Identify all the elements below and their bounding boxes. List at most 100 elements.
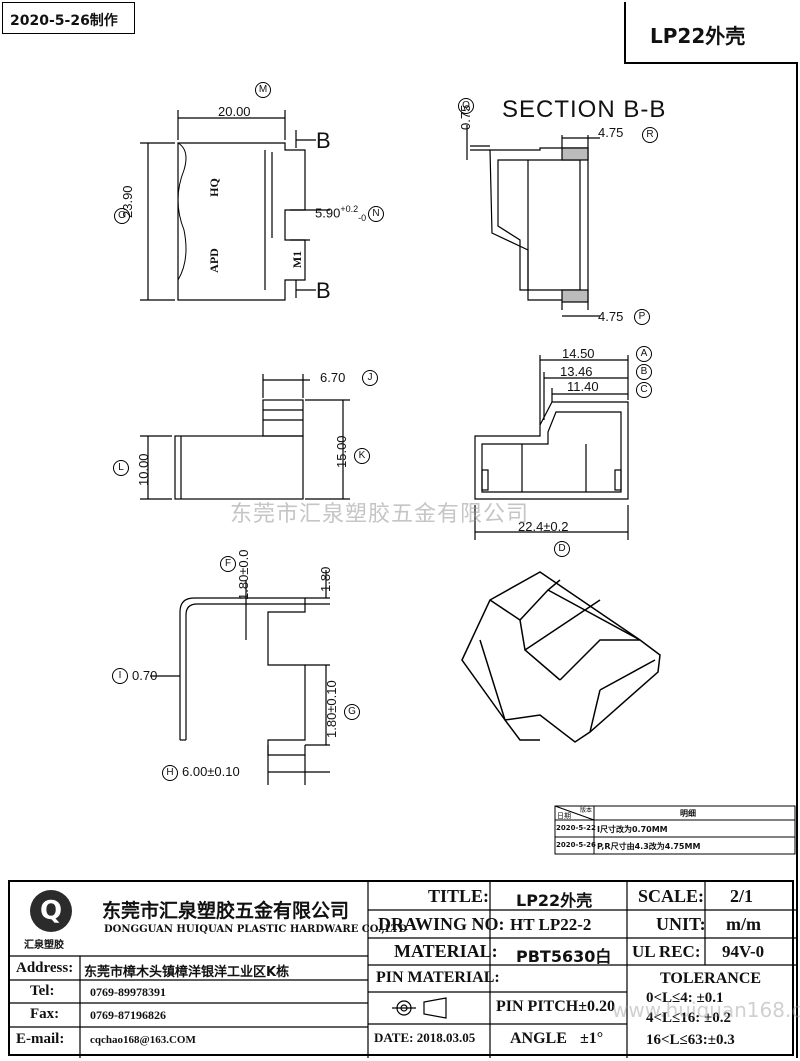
rev-row-1-note: I尺寸改为0.70MM (597, 825, 668, 834)
balloon-i: I (112, 668, 128, 684)
section-view (466, 125, 600, 317)
dim-d: 22.4±0.2 (518, 519, 569, 534)
tolerance-1: 0<L≤4: ±0.1 (646, 990, 724, 1006)
address-value: 东莞市樟木头镇樟洋银洋工业区K栋 (84, 965, 290, 980)
company-logo: Q (30, 890, 72, 932)
fax-value: 0769-87196826 (90, 1008, 166, 1022)
balloon-q: Q (458, 98, 474, 114)
tolerance-3: 16<L≤63:±0.3 (646, 1032, 735, 1048)
balloon-d: D (554, 541, 570, 557)
mark-m1: M1 (290, 250, 305, 269)
tolerance-label: TOLERANCE (660, 970, 762, 987)
tolerance-2: 4<L≤16: ±0.2 (646, 1010, 732, 1026)
dim-g: 1.80±0.10 (324, 680, 339, 738)
date-box (2, 2, 135, 34)
dim-b: 13.46 (560, 364, 593, 379)
balloon-o: O (114, 208, 130, 224)
material-value: PBT5630白 (516, 947, 612, 966)
pin-material-label: PIN MATERIAL: (376, 969, 500, 986)
section-b-bottom: B (316, 278, 331, 303)
rev-col-rev: 版本 (580, 807, 593, 814)
dim-n-value: 5.90 (315, 205, 341, 221)
tel-value: 0769-89978391 (90, 985, 166, 999)
logo-letter: Q (39, 896, 63, 926)
dim-i: 0.70 (132, 668, 158, 683)
rev-row-2-note: P,R尺寸由4.3改为4.75MM (597, 842, 701, 851)
dim-j: 6.70 (320, 370, 346, 385)
scale-value: 2/1 (730, 886, 754, 906)
isometric-view (461, 571, 661, 743)
rev-col-date: 日期 (557, 812, 571, 820)
balloon-j: J (362, 370, 378, 386)
balloon-c: C (636, 382, 652, 398)
balloon-k: K (354, 448, 370, 464)
bottom-view (150, 570, 330, 785)
balloon-a: A (636, 346, 652, 362)
balloon-m: M (255, 82, 271, 98)
balloon-r: R (642, 127, 658, 143)
balloon-p: P (634, 309, 650, 325)
drawing-canvas (140, 110, 796, 855)
ul-value: 94V-0 (722, 942, 765, 961)
part-title: LP22外壳 (650, 24, 746, 48)
unit-label: UNIT: (656, 914, 706, 934)
pin-pitch: PIN PITCH±0.20 (496, 998, 616, 1015)
watermark-url: www.huiquan168.com (612, 998, 800, 1022)
balloon-f: F (220, 556, 236, 572)
tel-label: Tel: (30, 983, 55, 999)
drawing-frame (2, 62, 798, 1058)
balloon-h: H (162, 765, 178, 781)
angle-label: ANGLE (510, 1030, 567, 1047)
drawing-label: DRAWING NO: (378, 914, 505, 934)
scale-label: SCALE: (638, 886, 705, 906)
drawing-value: HT LP22-2 (510, 915, 592, 934)
company-name-cn: 东莞市汇泉塑胶五金有限公司 (102, 900, 350, 922)
dim-f2: 1.80 (318, 566, 333, 592)
email-label: E-mail: (16, 1031, 65, 1047)
side-view (474, 355, 629, 540)
part-title-box (624, 2, 798, 64)
title-label: TITLE: (428, 886, 490, 906)
dim-n: 5.90+0.2-0 (315, 204, 366, 223)
title-value: LP22外壳 (516, 891, 593, 910)
material-label: MATERIAL: (394, 941, 498, 961)
dim-m: 20.00 (218, 104, 251, 119)
rev-row-1-date: 2020-5-22 (556, 824, 596, 832)
address-label: Address: (16, 960, 74, 976)
top-view (140, 110, 330, 301)
dim-p: 4.75 (598, 309, 624, 324)
fax-label: Fax: (30, 1006, 60, 1022)
watermark-company: 东莞市汇泉塑胶五金有限公司 (230, 502, 530, 527)
dim-n-tol-dn: -0 (358, 212, 367, 223)
rev-col-note: 明细 (680, 809, 696, 818)
balloon-b: B (636, 364, 652, 380)
balloon-l: L (113, 460, 129, 476)
section-title: SECTION B-B (502, 96, 667, 123)
email-value: cqchao168@163.COM (90, 1034, 196, 1046)
section-b-top: B (316, 128, 331, 153)
dim-k: 15.00 (334, 435, 349, 468)
dim-f: 1.80±0.0 (236, 549, 251, 600)
mark-apd: APD (206, 248, 221, 273)
revision-table (554, 805, 796, 855)
dim-h: 6.00±0.10 (182, 764, 240, 779)
company-name-en: DONGGUAN HUIQUAN PLASTIC HARDWARE CO.,LT… (104, 924, 408, 935)
title-block: Q 汇泉塑胶 东莞市汇泉塑胶五金有限公司 DONGGUAN HUIQUAN PL… (8, 880, 800, 1058)
front-view (140, 374, 350, 500)
dim-a: 14.50 (562, 346, 595, 361)
dim-n-tol-up: +0.2 (340, 204, 359, 214)
date-value: DATE: 2018.03.05 (374, 1030, 476, 1045)
balloon-n: N (368, 206, 384, 222)
dim-r: 4.75 (598, 125, 624, 140)
ul-label: UL REC: (632, 942, 701, 961)
balloon-g: G (344, 704, 360, 720)
angle-value: ±1° (580, 1030, 604, 1047)
rev-row-2-date: 2020-5-26 (556, 841, 596, 849)
date-made: 2020-5-26制作 (10, 13, 118, 29)
dim-c: 11.40 (567, 379, 599, 394)
mark-hq: HQ (206, 178, 221, 197)
dim-l: 10.00 (136, 453, 151, 486)
title-block-grid (10, 882, 796, 1058)
unit-value: m/m (726, 914, 761, 934)
logo-sub: 汇泉塑胶 (24, 940, 64, 951)
